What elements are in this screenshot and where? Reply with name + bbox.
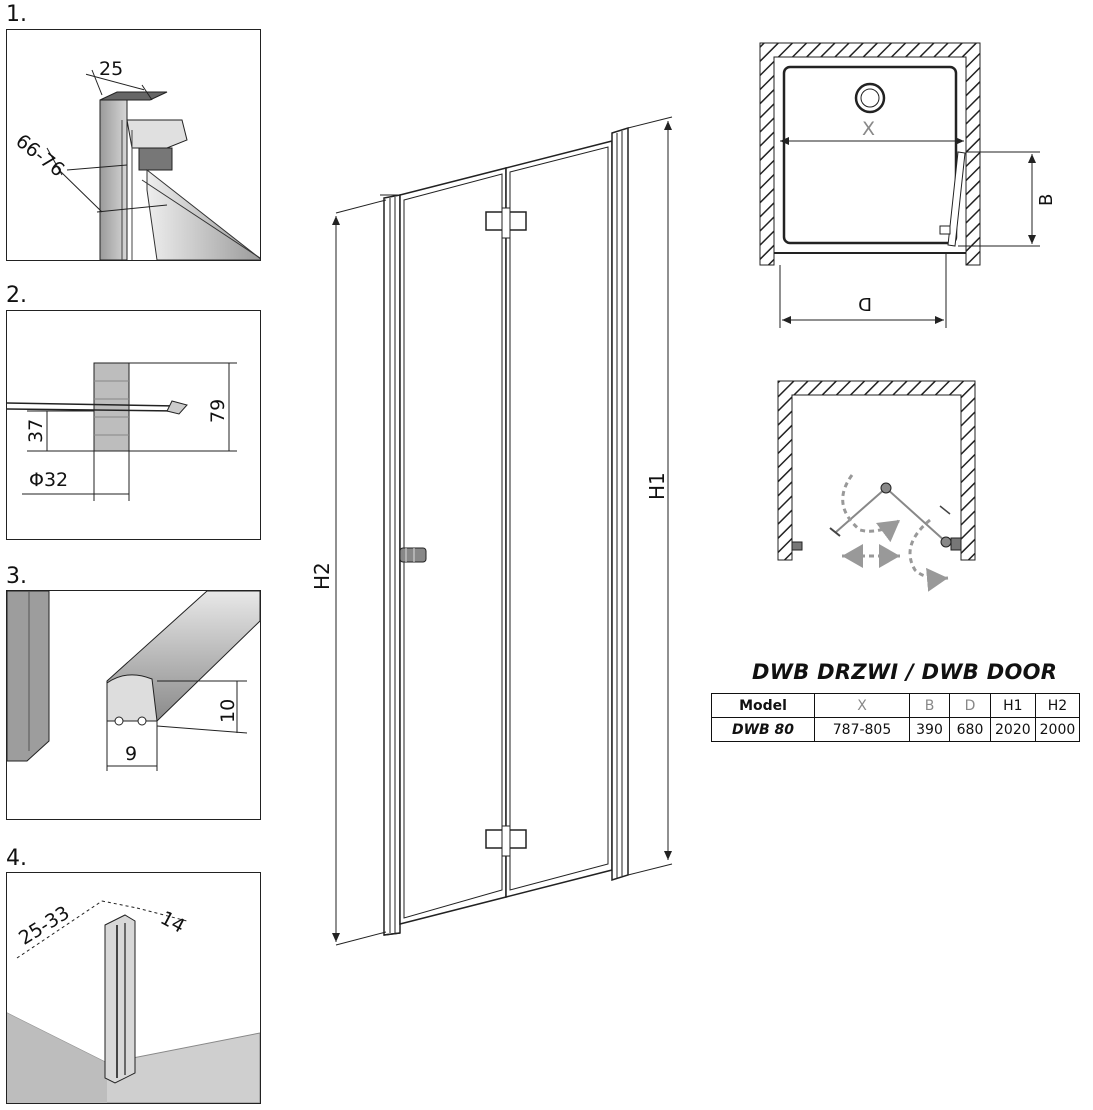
dim-h2-label: H2 [310, 562, 334, 590]
dim-25: 25 [99, 58, 124, 80]
col-header-b: B [909, 693, 950, 718]
detail-panel-1: 25 66-76 [6, 29, 261, 261]
col-header-x: X [814, 693, 910, 718]
panel-2-number: 2. [6, 283, 27, 308]
panel-1-number: 1. [6, 2, 27, 27]
cell-x: 787-805 [814, 717, 910, 742]
dim-x-label: X [862, 118, 876, 140]
plan-view-opening [777, 380, 976, 592]
detail-panel-3: 10 9 [6, 590, 261, 820]
wall-profile-illustration [46, 69, 260, 260]
table-title: DWB DRZWI / DWB DOOR [752, 660, 1058, 684]
dim-b-label: B [1036, 193, 1057, 206]
seal-profile-illustration [7, 591, 260, 771]
col-header-h2: H2 [1034, 693, 1081, 718]
cell-h1: 2020 [990, 717, 1036, 742]
cell-h2: 2000 [1034, 717, 1081, 742]
col-header-d: D [949, 693, 991, 718]
cell-d: 680 [949, 717, 991, 742]
table-row: DWB 80 787-805 390 680 2020 2000 [711, 717, 1081, 742]
cell-b: 390 [909, 717, 950, 742]
panel-4-number: 4. [6, 846, 27, 871]
handle-profile-illustration [7, 362, 237, 501]
dim-9: 9 [125, 743, 138, 765]
spec-table: Model X B D H1 H2 DWB 80 787-805 390 680… [711, 693, 1081, 742]
col-header-h1: H1 [990, 693, 1036, 718]
wall-profile-end-illustration [7, 900, 260, 1103]
cell-model: DWB 80 [711, 717, 815, 742]
detail-panel-4: 25-33 14 [6, 872, 261, 1104]
table-header-row: Model X B D H1 H2 [711, 693, 1081, 718]
dim-h1-label: H1 [645, 472, 669, 500]
panel-3-number: 3. [6, 564, 27, 589]
detail-panel-2: 79 37 Φ32 [6, 310, 261, 540]
door-elevation [332, 116, 673, 946]
dim-d-label: D [858, 293, 872, 314]
col-header-model: Model [711, 693, 815, 718]
dim-phi-32: Φ32 [29, 469, 69, 491]
plan-view-top [759, 42, 1040, 328]
